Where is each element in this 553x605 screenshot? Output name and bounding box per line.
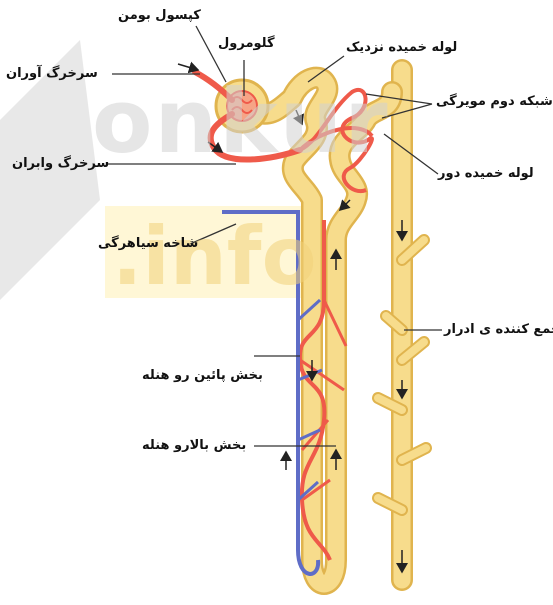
label-proximal-tubule: لوله خمیده نزدیک [346,40,457,55]
watermark-text-bottom: .info [112,210,317,303]
watermark-text-top: onkur [92,70,390,173]
label-glomerulus: گلومرول [218,36,275,51]
label-bowman-capsule: کپسول بومن [118,8,201,23]
label-descending-limb: بخش پائین رو هنله [142,368,263,383]
label-peritubular-capillaries: شبکه دوم مویرگی [436,94,553,109]
label-distal-tubule: لوله خمیده دور [438,166,534,181]
label-ascending-limb: بخش بالارو هنله [142,438,246,453]
label-afferent-arteriole: سرخرگ آوران [6,66,98,81]
label-collecting-duct: جمع کننده ی ادرار [444,322,553,337]
label-efferent-arteriole: سرخرگ وابران [12,156,109,171]
label-venule-branch: شاخه سیاهرگی [98,236,198,251]
